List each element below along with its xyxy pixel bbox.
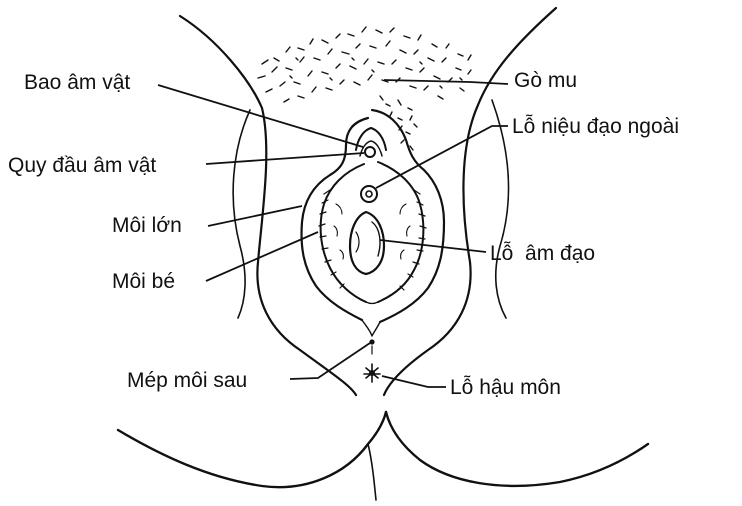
label-quy-dau-am-vat: Quy đầu âm vật [8,155,156,176]
clitoral-hood [356,128,386,156]
label-mep-moi-sau: Mép môi sau [127,370,247,391]
clitoris-glans [365,147,375,157]
leader-bao-am-vat [158,85,363,147]
anus-mark [364,364,380,382]
leader-moi-lon [208,206,302,226]
label-lo-nieu-dao-ngoai: Lỗ niệu đạo ngoài [512,116,679,137]
leader-quy-dau-am-vat [206,153,364,164]
buttocks-contours [118,412,648,500]
leader-moi-be [206,232,318,281]
label-lo-hau-mon: Lỗ hậu môn [450,377,561,398]
labia-minora [319,162,426,304]
leader-mep-moi-sau [290,343,370,379]
leader-lo-am-dao [380,240,486,252]
label-moi-be: Môi bé [112,271,175,292]
label-go-mu: Gò mu [514,70,577,91]
urethral-opening [361,186,377,202]
label-bao-am-vat: Bao âm vật [24,72,130,93]
label-moi-lon: Môi lớn [112,215,182,236]
label-lo-am-dao: Lỗ âm đạo [490,243,595,264]
leader-lines [158,80,508,387]
vaginal-opening [350,212,384,274]
leader-lo-nieu-dao-ngoai [376,126,508,188]
